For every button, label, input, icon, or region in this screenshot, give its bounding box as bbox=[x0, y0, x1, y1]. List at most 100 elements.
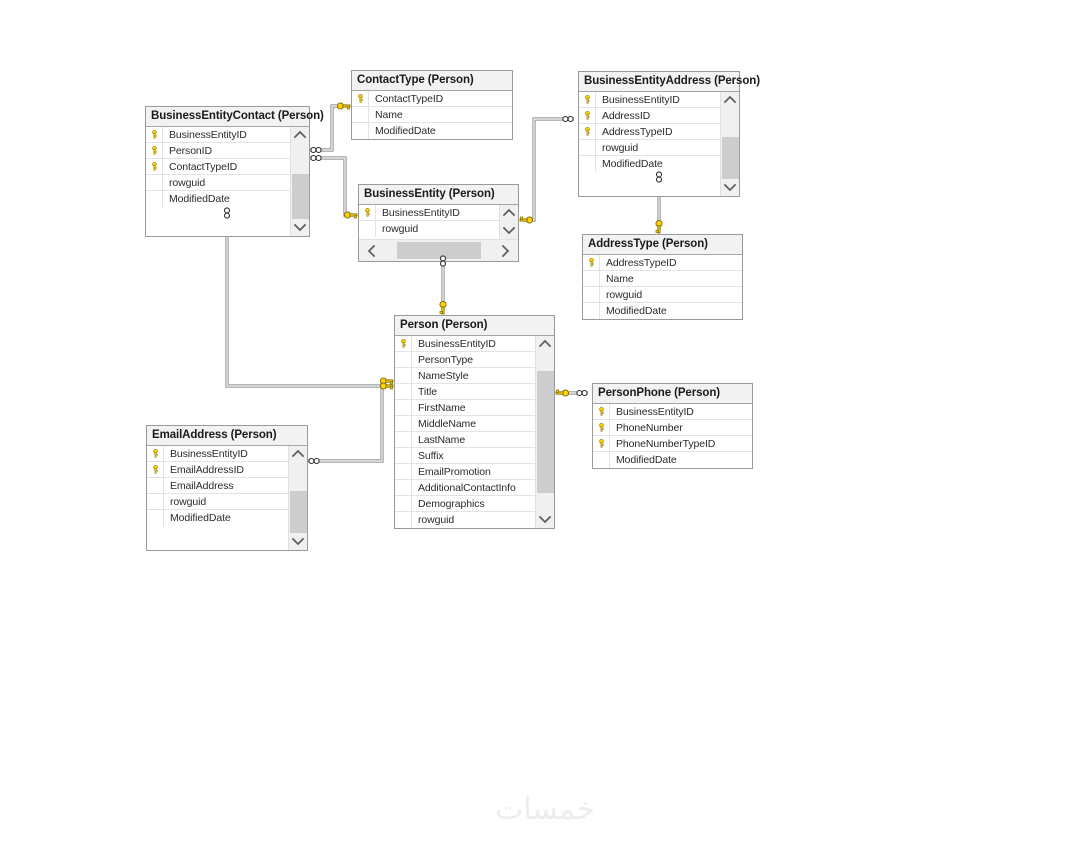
field-row[interactable]: rowguid bbox=[147, 494, 288, 510]
field-row[interactable]: AddressTypeID bbox=[579, 124, 720, 140]
field-key-slot bbox=[395, 448, 412, 463]
field-row[interactable]: Name bbox=[583, 271, 742, 287]
field-row[interactable]: Title bbox=[395, 384, 535, 400]
scroll-track[interactable] bbox=[721, 109, 740, 179]
field-key-slot bbox=[395, 432, 412, 447]
scroll-down-arrow-icon[interactable] bbox=[536, 511, 555, 528]
horizontal-scroll-thumb[interactable] bbox=[397, 242, 481, 259]
field-name: rowguid bbox=[382, 223, 419, 235]
field-row[interactable]: EmailAddress bbox=[147, 478, 288, 494]
field-row[interactable]: AddressID bbox=[579, 108, 720, 124]
field-row[interactable]: rowguid bbox=[579, 140, 720, 156]
table-businessentitycontact[interactable]: BusinessEntityContact (Person)BusinessEn… bbox=[145, 106, 324, 237]
field-row[interactable]: EmailAddressID bbox=[147, 462, 288, 478]
field-row[interactable]: Demographics bbox=[395, 496, 535, 512]
rel-person-emailaddress[interactable] bbox=[308, 379, 390, 463]
field-row[interactable]: rowguid bbox=[146, 175, 290, 191]
field-row[interactable]: PhoneNumberTypeID bbox=[593, 436, 752, 452]
field-row[interactable]: PersonType bbox=[395, 352, 535, 368]
table-businessentityaddress[interactable]: BusinessEntityAddress (Person)BusinessEn… bbox=[578, 71, 760, 197]
field-row[interactable]: BusinessEntityID bbox=[147, 446, 288, 462]
field-row[interactable]: BusinessEntityID bbox=[593, 404, 752, 420]
scroll-track[interactable] bbox=[536, 353, 555, 511]
scroll-up-arrow-icon[interactable] bbox=[500, 205, 519, 222]
field-row[interactable]: ModifiedDate bbox=[352, 123, 512, 139]
scroll-down-arrow-icon[interactable] bbox=[721, 179, 740, 196]
field-row[interactable]: ContactTypeID bbox=[146, 159, 290, 175]
field-key-slot bbox=[146, 191, 163, 207]
table-title-businessentityaddress: BusinessEntityAddress (Person) bbox=[579, 72, 760, 92]
table-title-contacttype: ContactType (Person) bbox=[352, 71, 512, 91]
field-row[interactable]: EmailPromotion bbox=[395, 464, 535, 480]
field-key-slot bbox=[147, 510, 164, 526]
scroll-down-arrow-icon[interactable] bbox=[291, 219, 310, 236]
scroll-left-arrow-icon[interactable] bbox=[359, 240, 385, 262]
field-row[interactable]: rowguid bbox=[359, 221, 499, 237]
scroll-down-arrow-icon[interactable] bbox=[500, 222, 519, 239]
horizontal-scrollbar-businessentity[interactable] bbox=[359, 239, 518, 261]
field-row[interactable]: NameStyle bbox=[395, 368, 535, 384]
field-row[interactable]: BusinessEntityID bbox=[579, 92, 720, 108]
field-row[interactable]: PersonID bbox=[146, 143, 290, 159]
field-name: ModifiedDate bbox=[170, 512, 231, 524]
field-name: rowguid bbox=[606, 288, 643, 301]
vertical-scrollbar-businessentityaddress[interactable] bbox=[720, 92, 739, 196]
field-row[interactable]: PhoneNumber bbox=[593, 420, 752, 436]
scroll-thumb[interactable] bbox=[291, 174, 309, 219]
field-row[interactable]: ModifiedDate bbox=[593, 452, 752, 468]
field-row[interactable]: BusinessEntityID bbox=[146, 127, 290, 143]
vertical-scrollbar-businessentitycontact[interactable] bbox=[290, 127, 309, 236]
field-row[interactable]: Name bbox=[352, 107, 512, 123]
primary-key-icon bbox=[147, 462, 164, 477]
rel-businessentity-bec[interactable] bbox=[310, 156, 354, 217]
table-title-addresstype: AddressType (Person) bbox=[583, 235, 742, 255]
scroll-thumb[interactable] bbox=[536, 371, 554, 493]
field-row[interactable]: AdditionalContactInfo bbox=[395, 480, 535, 496]
vertical-scrollbar-emailaddress[interactable] bbox=[288, 446, 307, 550]
field-row[interactable]: BusinessEntityID bbox=[395, 336, 535, 352]
table-title-personphone: PersonPhone (Person) bbox=[593, 384, 752, 404]
field-name: ContactTypeID bbox=[375, 92, 444, 105]
table-title-businessentity: BusinessEntity (Person) bbox=[359, 185, 518, 205]
field-row[interactable]: ContactTypeID bbox=[352, 91, 512, 107]
field-row[interactable]: rowguid bbox=[395, 512, 535, 528]
field-row[interactable]: AddressTypeID bbox=[583, 255, 742, 271]
field-name: FirstName bbox=[418, 401, 466, 414]
scroll-thumb[interactable] bbox=[721, 137, 739, 179]
vertical-scrollbar-businessentity[interactable] bbox=[499, 205, 518, 239]
scroll-down-arrow-icon[interactable] bbox=[289, 533, 308, 550]
field-row[interactable]: BusinessEntityID bbox=[359, 205, 499, 221]
field-key-slot bbox=[395, 464, 412, 479]
scroll-right-arrow-icon[interactable] bbox=[492, 240, 518, 262]
scroll-up-arrow-icon[interactable] bbox=[721, 92, 740, 109]
scroll-up-arrow-icon[interactable] bbox=[291, 127, 310, 144]
field-row[interactable]: MiddleName bbox=[395, 416, 535, 432]
rel-businessentity-bea[interactable] bbox=[523, 117, 574, 222]
field-row[interactable]: FirstName bbox=[395, 400, 535, 416]
horizontal-scroll-track[interactable] bbox=[385, 240, 492, 262]
field-row[interactable]: rowguid bbox=[583, 287, 742, 303]
field-name: ModifiedDate bbox=[375, 125, 436, 137]
field-row[interactable]: Suffix bbox=[395, 448, 535, 464]
field-row[interactable]: ModifiedDate bbox=[146, 191, 290, 207]
field-row[interactable]: LastName bbox=[395, 432, 535, 448]
field-name: ModifiedDate bbox=[616, 454, 677, 466]
field-row[interactable]: ModifiedDate bbox=[579, 156, 720, 172]
scroll-up-arrow-icon[interactable] bbox=[536, 336, 555, 353]
field-row[interactable]: ModifiedDate bbox=[147, 510, 288, 526]
field-key-slot bbox=[352, 123, 369, 139]
scroll-thumb[interactable] bbox=[289, 491, 307, 533]
field-key-slot bbox=[395, 368, 412, 383]
scroll-track[interactable] bbox=[289, 463, 308, 533]
field-row[interactable]: ModifiedDate bbox=[583, 303, 742, 319]
table-businessentity[interactable]: BusinessEntity (Person)BusinessEntityID r… bbox=[358, 184, 519, 262]
vertical-scrollbar-person[interactable] bbox=[535, 336, 554, 528]
scroll-track[interactable] bbox=[291, 144, 310, 219]
scroll-up-arrow-icon[interactable] bbox=[289, 446, 308, 463]
